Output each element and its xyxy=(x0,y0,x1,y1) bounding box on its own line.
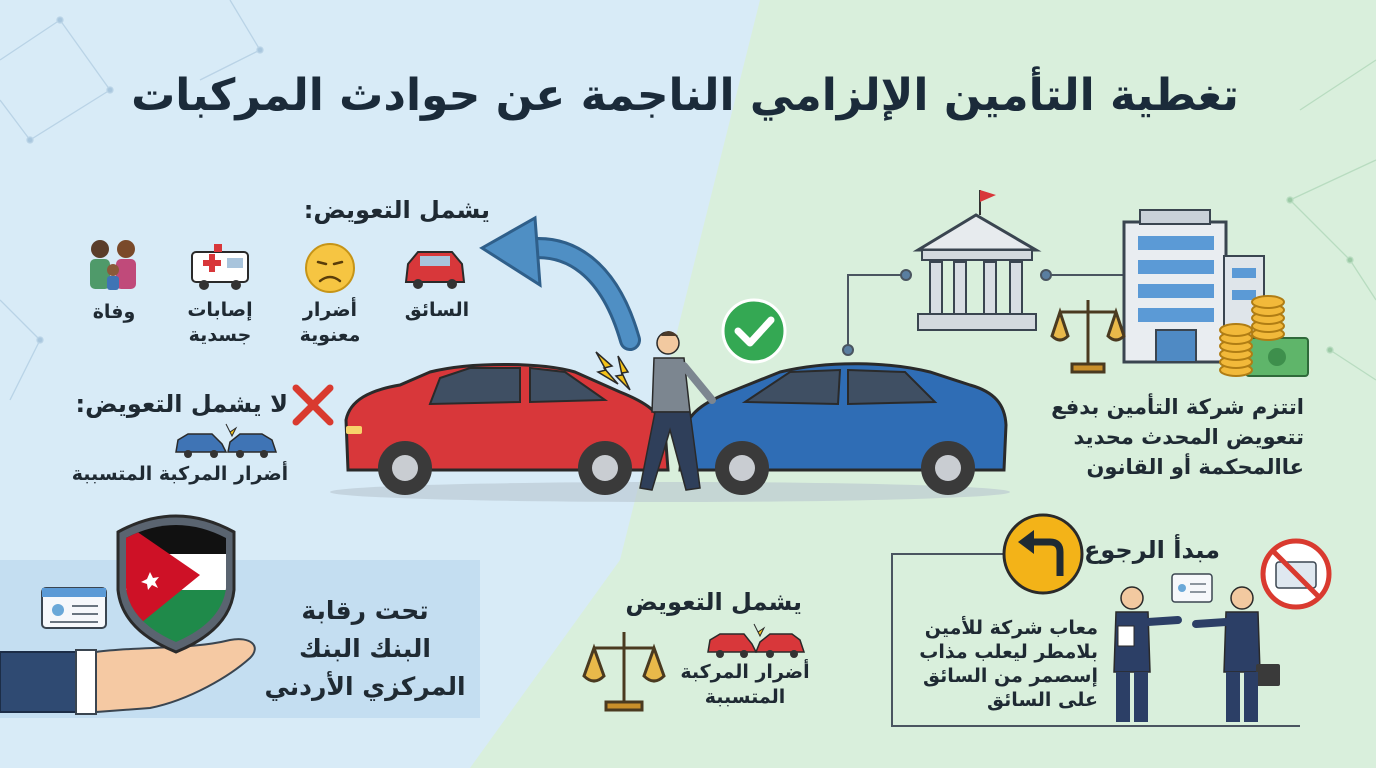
recourse-text: معاب شركة للأمين بلامطر ليعلب مذاب إسصمر… xyxy=(919,617,1098,711)
recourse-frame xyxy=(891,553,1300,727)
supervision-text: تحت رقابة البنك البنك المركزي الأردني xyxy=(264,596,466,701)
id-card-bubble-icon xyxy=(1171,573,1213,603)
scales-of-justice-icon xyxy=(1050,300,1126,374)
bottom-includes-heading: يشمل التعويض xyxy=(625,588,802,616)
blue-car-icon xyxy=(678,362,1008,495)
pedestrian-icon xyxy=(639,331,716,491)
recourse-heading: مبدأ الرجوع xyxy=(1083,536,1220,564)
bottom-includes-item: أضرار المركبة المتسببة xyxy=(680,661,810,708)
driver-car-icon xyxy=(404,251,466,289)
excludes-heading: لا يشمل التعويض: xyxy=(75,390,288,418)
turn-back-sign-icon xyxy=(1002,513,1084,595)
family-icon xyxy=(90,240,136,290)
check-icon xyxy=(721,298,787,364)
cross-icon xyxy=(292,384,334,426)
curved-arrow-head xyxy=(479,215,542,288)
collided-cars-bottom-icon xyxy=(707,623,806,658)
impact-spark-icon xyxy=(595,351,631,391)
red-car-icon xyxy=(344,363,670,495)
court-building-icon xyxy=(912,190,1042,331)
includes-heading: يشمل التعويض: xyxy=(303,196,490,224)
includes-item-moral-damage: أضرار معنوية xyxy=(299,299,361,346)
includes-item-death: وفاة xyxy=(92,301,136,323)
money-icon xyxy=(1219,295,1309,377)
includes-item-bodily-injury: إصابات جسدية xyxy=(187,299,253,346)
includes-item-driver: السائق xyxy=(404,299,470,321)
sad-face-icon xyxy=(305,243,355,293)
ambulance-icon xyxy=(191,244,249,290)
company-obligation-text: اتتزم شركة التأمين بدفع تتعويض المحدث مح… xyxy=(1051,395,1304,479)
network-pattern-right xyxy=(1286,59,1376,381)
no-license-icon xyxy=(1260,538,1332,610)
scales-icon-bottom xyxy=(582,632,666,712)
jordan-flag-shield-icon xyxy=(116,514,236,654)
collided-cars-icon xyxy=(175,423,278,458)
open-hand-icon xyxy=(0,638,256,715)
businessmen-icon xyxy=(1113,586,1280,722)
id-card-icon xyxy=(41,587,107,629)
page-title: تغطية التأمين الإلزامي الناجمة عن حوادث … xyxy=(131,70,1239,121)
excludes-item: أضرار المركبة المتسببة xyxy=(71,463,289,485)
network-pattern-left xyxy=(0,0,264,401)
